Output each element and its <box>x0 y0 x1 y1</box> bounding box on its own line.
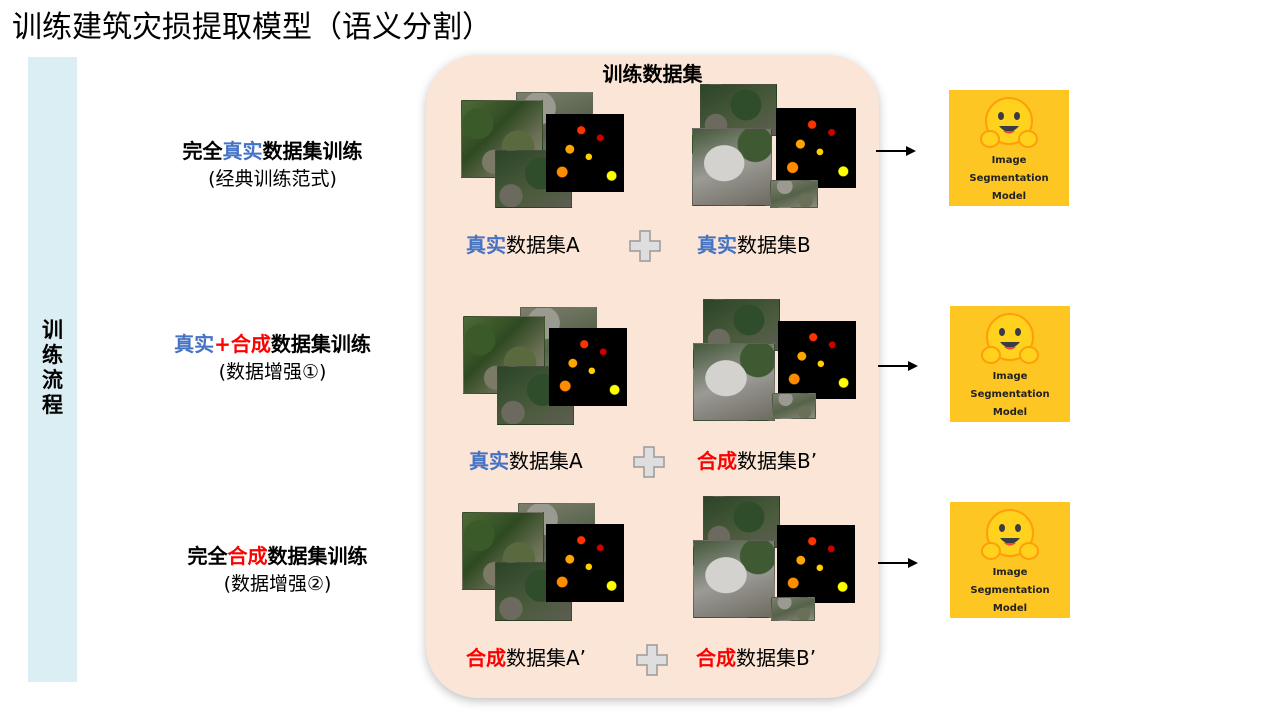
dataset-name: 数据集A’ <box>506 646 587 670</box>
aerial-image <box>693 343 775 421</box>
aerial-image <box>772 393 816 419</box>
dataset-name: 数据集B’ <box>736 646 817 670</box>
arrow-right-icon <box>878 361 918 371</box>
model-label-line3: Model <box>991 191 1027 202</box>
model-label-line3: Model <box>992 603 1028 614</box>
dataset-label: 真实数据集A <box>469 448 583 474</box>
row-label-line2: (数据增强②) <box>223 573 332 595</box>
damage-mask-image <box>776 108 856 188</box>
dataset-keyword: 真实 <box>466 233 506 257</box>
damage-mask-image <box>546 114 624 192</box>
label-part: 数据集训练 <box>267 544 368 568</box>
label-keyword-synthetic: +合成 <box>214 332 271 356</box>
model-label-line2: Segmentation <box>970 389 1050 400</box>
plus-icon <box>636 644 668 676</box>
dataset-label: 真实数据集B <box>697 232 811 258</box>
plus-icon <box>629 230 661 262</box>
hugging-face-icon <box>981 313 1039 364</box>
dataset-keyword: 真实 <box>697 233 737 257</box>
damage-mask-image <box>549 328 627 406</box>
model-label-line2: Segmentation <box>969 173 1049 184</box>
label-keyword-synthetic: 合成 <box>227 544 268 568</box>
dataset-keyword: 合成 <box>466 646 506 670</box>
dataset-label: 合成数据集B’ <box>697 448 817 474</box>
model-label-line2: Segmentation <box>970 585 1050 596</box>
panel-title: 训练数据集 <box>602 62 703 86</box>
model-label-line1: Image <box>991 155 1027 166</box>
model-card: Image Segmentation Model <box>949 90 1069 206</box>
sidebar-label-char: 程 <box>42 393 63 417</box>
aerial-image <box>703 496 780 548</box>
row-label-line1: 完全合成数据集训练 <box>155 542 400 570</box>
dataset-label: 真实数据集A <box>466 232 580 258</box>
label-keyword-real: 真实 <box>174 332 215 356</box>
label-part: 数据集训练 <box>262 139 363 163</box>
page-title: 训练建筑灾损提取模型（语义分割） <box>12 10 492 45</box>
label-part: 完全 <box>187 544 228 568</box>
model-card: Image Segmentation Model <box>950 502 1070 618</box>
row-label-mixed: 真实+合成数据集训练 (数据增强①) <box>150 330 395 386</box>
aerial-image <box>693 540 775 618</box>
hugging-face-icon <box>980 97 1038 148</box>
arrow-right-icon <box>878 558 918 568</box>
aerial-image <box>692 128 772 206</box>
label-keyword-real: 真实 <box>222 139 263 163</box>
model-card: Image Segmentation Model <box>950 306 1070 422</box>
damage-mask-image <box>778 321 856 399</box>
dataset-name: 数据集B’ <box>737 449 818 473</box>
label-part: 完全 <box>182 139 223 163</box>
plus-icon <box>633 446 665 478</box>
dataset-label: 合成数据集A’ <box>466 645 586 671</box>
damage-mask-image <box>546 524 624 602</box>
model-label-line3: Model <box>992 407 1028 418</box>
sidebar-label-char: 流 <box>42 368 63 392</box>
hugging-face-icon <box>981 509 1039 560</box>
row-label-line2: (经典训练范式) <box>208 168 337 190</box>
label-part: 数据集训练 <box>270 332 371 356</box>
row-label-line2: (数据增强①) <box>218 361 327 383</box>
damage-mask-image <box>777 525 855 603</box>
aerial-image <box>703 299 780 351</box>
aerial-image <box>770 180 818 208</box>
sidebar-label: 训 练 流 程 <box>28 318 77 418</box>
dataset-name: 数据集B <box>737 233 811 257</box>
dataset-name: 数据集A <box>509 449 583 473</box>
dataset-label: 合成数据集B’ <box>696 645 816 671</box>
arrow-right-icon <box>876 146 916 156</box>
row-label-real: 完全真实数据集训练 (经典训练范式) <box>150 137 395 193</box>
sidebar-panel <box>28 57 77 682</box>
dataset-name: 数据集A <box>506 233 580 257</box>
dataset-keyword: 合成 <box>696 646 736 670</box>
dataset-keyword: 真实 <box>469 449 509 473</box>
aerial-image <box>771 597 815 621</box>
sidebar-label-char: 练 <box>42 343 63 367</box>
row-label-synthetic: 完全合成数据集训练 (数据增强②) <box>155 542 400 598</box>
dataset-keyword: 合成 <box>697 449 737 473</box>
row-label-line1: 完全真实数据集训练 <box>150 137 395 165</box>
model-label-line1: Image <box>992 371 1028 382</box>
model-label-line1: Image <box>992 567 1028 578</box>
sidebar-label-char: 训 <box>42 318 63 342</box>
row-label-line1: 真实+合成数据集训练 <box>150 330 395 358</box>
